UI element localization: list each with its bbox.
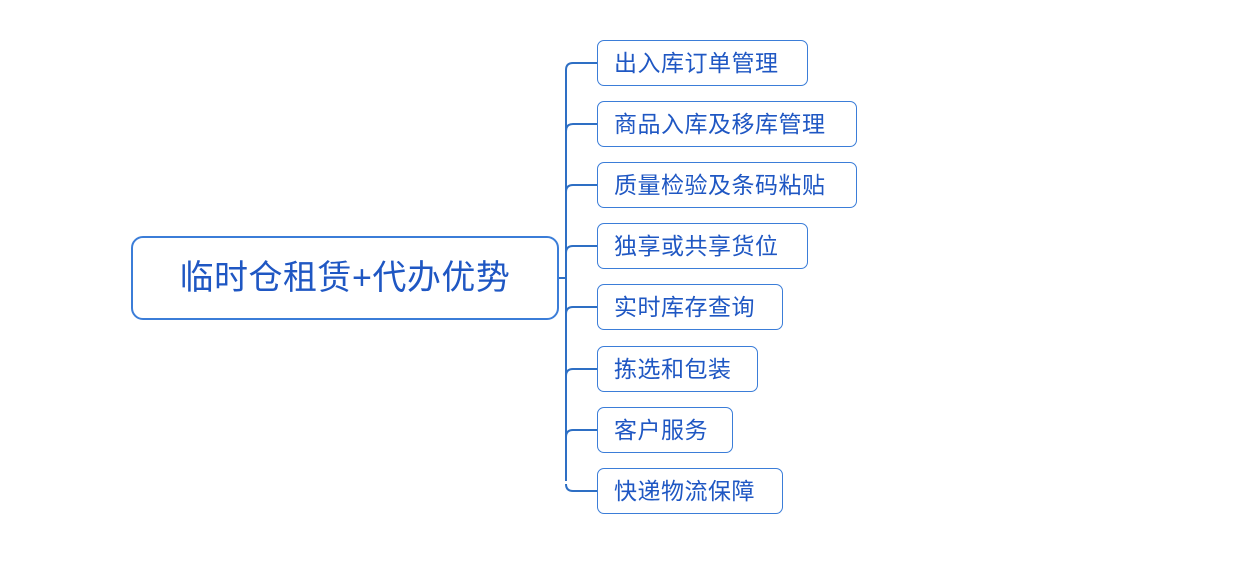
branch-node-2[interactable]: 商品入库及移库管理 (597, 101, 857, 147)
branch-node-3[interactable]: 质量检验及条码粘贴 (597, 162, 857, 208)
connector-branch-4 (565, 245, 597, 254)
branch-node-8[interactable]: 快递物流保障 (597, 468, 783, 514)
branch-node-label: 快递物流保障 (614, 477, 755, 504)
branch-node-6[interactable]: 拣选和包装 (597, 346, 758, 392)
root-node[interactable]: 临时仓租赁+代办优势 (131, 236, 559, 320)
branch-node-1[interactable]: 出入库订单管理 (597, 40, 808, 86)
branch-node-label: 独享或共享货位 (614, 232, 779, 259)
branch-node-5[interactable]: 实时库存查询 (597, 284, 783, 330)
connector-branch-5 (565, 306, 597, 315)
branch-node-label: 拣选和包装 (614, 355, 732, 382)
root-node-label: 临时仓租赁+代办优势 (179, 259, 511, 297)
branch-node-4[interactable]: 独享或共享货位 (597, 223, 808, 269)
branch-node-label: 出入库订单管理 (614, 49, 779, 76)
connector-branch-6 (565, 368, 597, 377)
branch-node-label: 商品入库及移库管理 (614, 110, 826, 137)
connector-branch-1 (565, 62, 597, 73)
connector-branch-2 (565, 123, 597, 132)
branch-node-7[interactable]: 客户服务 (597, 407, 733, 453)
branch-node-label: 质量检验及条码粘贴 (614, 171, 826, 198)
connector-branch-7 (565, 429, 597, 438)
connector-branch-8 (565, 483, 597, 492)
branch-node-label: 实时库存查询 (614, 293, 755, 320)
branch-node-label: 客户服务 (614, 416, 708, 443)
connector-branch-3 (565, 184, 597, 193)
